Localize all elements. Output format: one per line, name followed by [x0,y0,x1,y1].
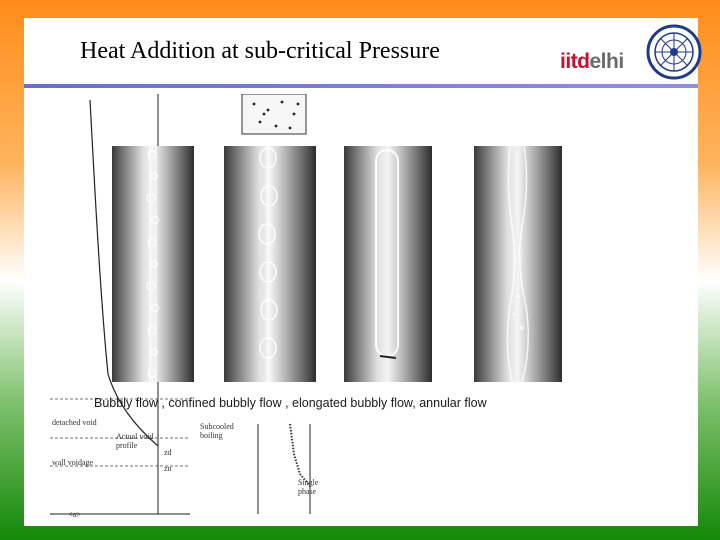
label-subcooled-boiling: Subcooled boiling [200,422,234,440]
flow-regime-caption: Bubbly flow , confined bubbly flow , elo… [94,396,487,410]
slide-title: Heat Addition at sub-critical Pressure [80,38,440,64]
label-wall-voidage: wall voidage [52,458,94,467]
label-zn: zn [164,464,172,473]
label-zd: zd [164,448,172,457]
photo-annular-flow [474,146,562,382]
photo-elongated-bubbly-flow [344,146,432,382]
label-detached-void: detached void [52,418,97,427]
flow-regime-photos [90,146,568,382]
slide: Heat Addition at sub-critical Pressure i… [24,18,702,526]
wordmark-part2: elhi [589,50,625,73]
photo-bubbly-flow [112,146,194,382]
label-actual-void-profile: Actual void profile [116,432,154,450]
iit-delhi-emblem-icon [646,24,702,80]
photo-confined-bubbly-flow [224,146,316,382]
label-alpha-axis: <α> [68,510,82,519]
wordmark-part1: iitd [560,50,590,73]
iitdelhi-wordmark: iitdelhi [560,50,624,74]
title-rule [24,84,698,88]
label-single-phase: Single phase [298,478,319,496]
